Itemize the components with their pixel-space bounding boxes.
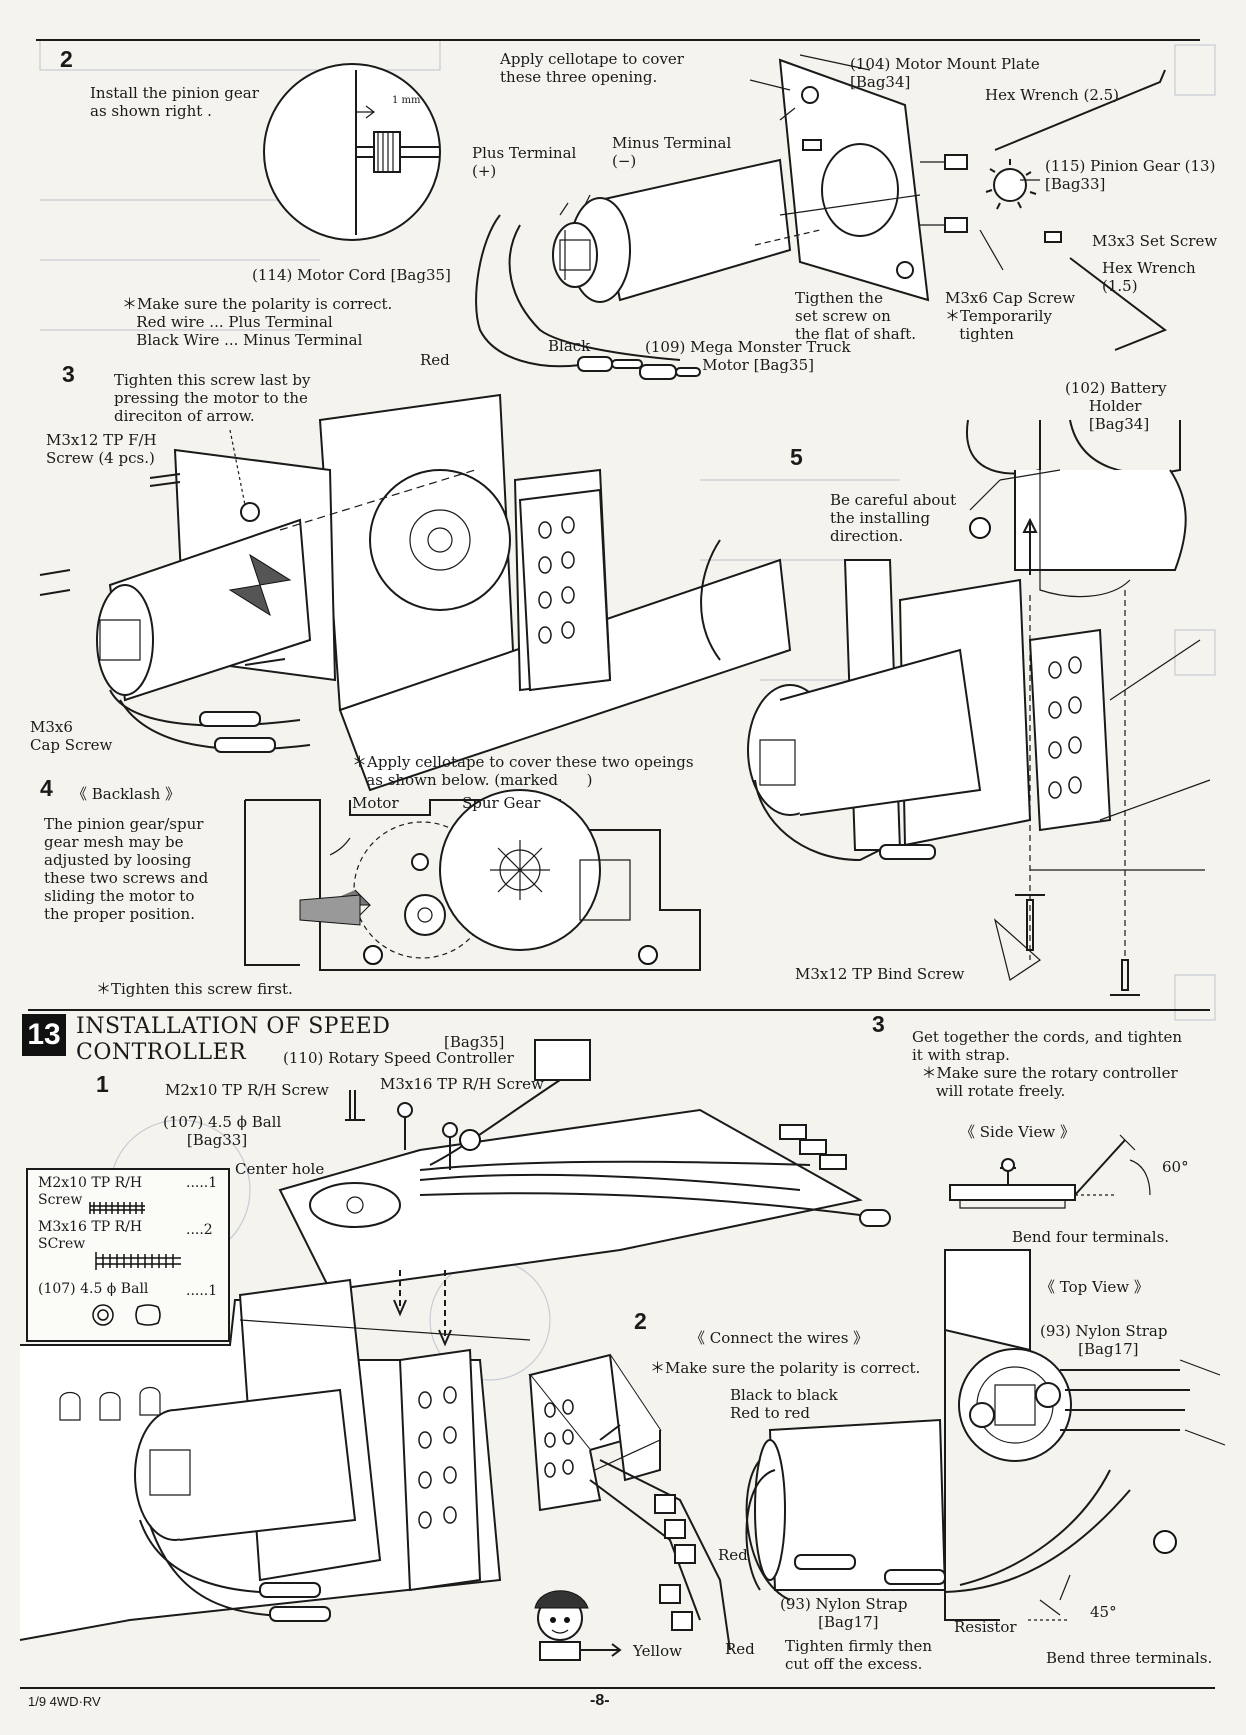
pinion-install-note: Install the pinion gear as shown right . [90, 84, 259, 120]
battery-holder-label: (102) Battery Holder [Bag34] [1065, 379, 1167, 433]
step3-number: 3 [62, 361, 75, 387]
nylon-strap-top-label: (93) Nylon Strap [Bag17] [1040, 1322, 1168, 1358]
section-13-badge: 13 [22, 1014, 66, 1056]
pinion-gear-label: (115) Pinion Gear (13) [Bag33] [1045, 157, 1216, 193]
backlash-diagram [244, 789, 701, 971]
careful-note: Be careful about the installing directio… [830, 491, 957, 545]
cellotape-two-note: ＊Apply cellotape to cover these two opei… [352, 753, 694, 789]
legend-ball-qty: .....1 [186, 1283, 218, 1299]
black-wire-label: Black [548, 337, 591, 355]
m3x16-screw-label: M3x16 TP R/H Screw [380, 1075, 544, 1093]
wire-connection-drawing [528, 1353, 731, 1661]
m2x10-screw-label: M2x10 TP R/H Screw [165, 1081, 329, 1099]
minus-terminal-label: Minus Terminal (−) [612, 134, 732, 170]
step3-note: Tighten this screw last by pressing the … [114, 371, 311, 425]
step5-drawing [747, 419, 1211, 996]
bend-four-note: Bend four terminals. [1012, 1228, 1170, 1246]
polarity-note: ＊Make sure the polarity is correct. Red … [122, 295, 393, 349]
black-red-note: Black to black Red to red [730, 1386, 838, 1422]
step4-number: 4 [40, 775, 53, 801]
page-number: -8- [590, 1692, 610, 1709]
wire-polarity-note: ＊Make sure the polarity is correct. [650, 1359, 921, 1377]
mascot-figure [534, 1590, 622, 1661]
bag35-label: [Bag35] [444, 1033, 505, 1051]
substep3-note: Get together the cords, and tighten it w… [912, 1028, 1183, 1100]
resistor-strap-drawing [745, 1249, 1226, 1621]
red-wire-label-2: Red [725, 1640, 755, 1658]
tp-screw-label: M3x12 TP F/H Screw (4 pcs.) [46, 431, 157, 467]
substep2-number: 2 [634, 1308, 647, 1334]
substep1-number: 1 [96, 1071, 109, 1097]
tighten-first-note: ＊Tighten this screw first. [96, 980, 293, 998]
set-screw-label: M3x3 Set Screw [1092, 232, 1218, 250]
backlash-body: The pinion gear/spur gear mesh may be ad… [44, 815, 209, 923]
step5-number: 5 [790, 444, 803, 470]
nylon-strap-bottom-label: (93) Nylon Strap [Bag17] [780, 1595, 908, 1631]
bend-three-note: Bend three terminals. [1046, 1649, 1213, 1667]
connect-wires-title: 《 Connect the wires 》 [690, 1329, 869, 1347]
step2-number: 2 [60, 46, 73, 72]
motor-assembly-drawing [475, 54, 1168, 380]
legend-m2x10-qty: .....1 [186, 1175, 218, 1191]
model-name: 1/9 4WD·RV [28, 1694, 101, 1709]
ball-label: (107) 4.5 ϕ Ball [Bag33] [163, 1113, 282, 1149]
legend-m3x16-name: M3x16 TP R/H SCrew [38, 1219, 143, 1252]
cap-screw-note: M3x6 Cap Screw ＊Temporarily tighten [945, 289, 1076, 343]
speed-controller-drawing [19, 1039, 891, 1641]
substep3-number: 3 [872, 1011, 885, 1037]
center-hole-label: Center hole [235, 1160, 325, 1178]
tighten-flat-note: Tigthen the set screw on the flat of sha… [795, 289, 917, 343]
hex-wrench-15-label: Hex Wrench (1.5) [1102, 259, 1196, 295]
red-wire-label: Red [420, 351, 450, 369]
side-view-drawing [949, 1134, 1151, 1209]
tighten-cut-note: Tighten firmly then cut off the excess. [785, 1637, 933, 1673]
parts-legend: M2x10 TP R/H Screw .....1 M3x16 TP R/H S… [26, 1168, 230, 1342]
legend-m2x10-name: M2x10 TP R/H Screw [38, 1175, 143, 1208]
legend-ball-name: (107) 4.5 ϕ Ball [38, 1281, 149, 1297]
top-view-title: 《 Top View 》 [1040, 1278, 1149, 1296]
motor-cord-label: (114) Motor Cord [Bag35] [252, 266, 451, 284]
cellotape-note: Apply cellotape to cover these three ope… [500, 50, 684, 86]
motor-mount-plate-label: (104) Motor Mount Plate [Bag34] [850, 55, 1040, 91]
pinion-gap-label: 1 mm [392, 95, 421, 106]
rotary-controller-label: (110) Rotary Speed Controller [283, 1049, 514, 1067]
motor-truck-label: (109) Mega Monster Truck Motor [Bag35] [645, 338, 851, 374]
legend-m3x16-qty: ....2 [186, 1222, 213, 1238]
angle-45-label: 45° [1090, 1603, 1117, 1621]
motor-label: Motor [352, 794, 399, 812]
side-view-title: 《 Side View 》 [960, 1123, 1075, 1141]
hex-wrench-25-label: Hex Wrench (2.5) [985, 86, 1120, 104]
red-wire-label-1: Red [718, 1546, 748, 1564]
bind-screw-label: M3x12 TP Bind Screw [795, 965, 965, 983]
step3-cap-screw-label: M3x6 Cap Screw [30, 718, 113, 754]
step3-chassis-drawing [39, 393, 792, 792]
pinion-detail-circle [263, 63, 441, 241]
resistor-label: Resistor [954, 1618, 1017, 1636]
legend-part-icons [89, 1202, 181, 1326]
plus-terminal-label: Plus Terminal (+) [472, 144, 577, 180]
spur-gear-label: Spur Gear [462, 794, 541, 812]
backlash-title: 《 Backlash 》 [72, 785, 181, 803]
angle-60-label: 60° [1162, 1158, 1189, 1176]
yellow-wire-label: Yellow [633, 1642, 682, 1660]
section-13-title: INSTALLATION OF SPEED CONTROLLER [76, 1014, 391, 1065]
